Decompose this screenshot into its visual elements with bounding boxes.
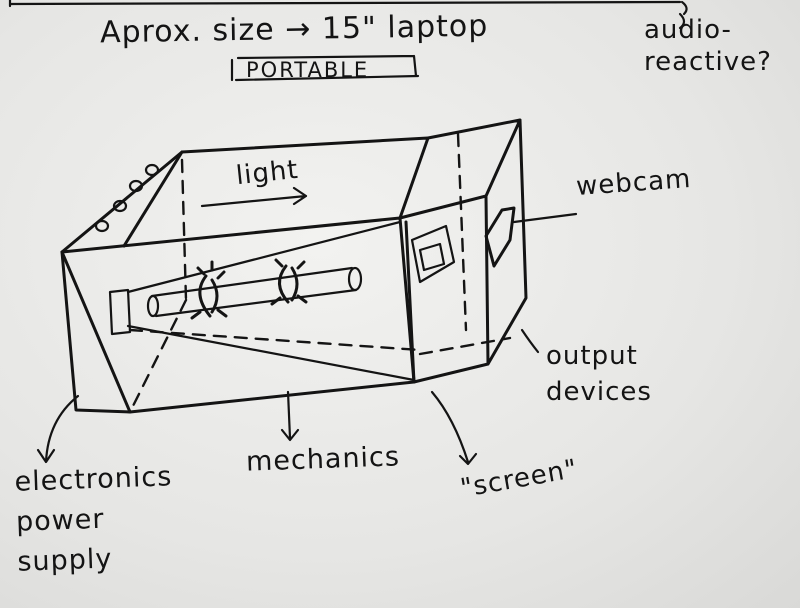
arrow-electronics	[36, 394, 80, 464]
light-beam-upper	[126, 220, 402, 294]
audio-line-2: reactive?	[644, 47, 772, 77]
hidden-line-2	[456, 132, 468, 332]
knob-3	[112, 199, 128, 213]
output-line-1: output	[546, 341, 638, 371]
screen-panel	[404, 220, 416, 384]
output-devices-label: output devices	[546, 338, 652, 410]
box-right-section	[398, 118, 528, 384]
audio-bracket	[680, 0, 688, 16]
audio-reactive-note: audio- reactive?	[644, 14, 772, 78]
light-source	[108, 288, 132, 336]
knob-2	[128, 179, 144, 193]
knob-4	[94, 219, 110, 233]
light-arrow	[200, 186, 308, 208]
knob-1	[144, 163, 160, 177]
gear-right	[270, 258, 308, 306]
mechanics-rod	[150, 266, 358, 318]
arrow-webcam	[512, 212, 578, 224]
electronics-line-1: electronics	[14, 461, 173, 498]
hidden-line-4	[128, 328, 422, 352]
portable-label: PORTABLE	[246, 58, 370, 82]
top-border-line	[8, 0, 682, 6]
box-left-end	[60, 250, 132, 414]
audio-squiggle	[678, 12, 686, 30]
output-line-2: devices	[546, 377, 652, 407]
arrow-screen	[430, 390, 478, 466]
mechanics-label: mechanics	[245, 441, 401, 478]
webcam	[484, 206, 516, 268]
portable-box	[230, 54, 420, 82]
panel-top-left	[122, 150, 184, 248]
light-beam-lower	[126, 324, 416, 382]
screen-pattern	[410, 224, 456, 284]
hidden-line-3	[128, 298, 188, 414]
electronics-label: electronics power supply	[14, 457, 176, 582]
arrow-output	[520, 328, 540, 354]
rod-end-left	[146, 294, 160, 318]
hidden-line-5	[418, 336, 512, 356]
audio-line-1: audio-	[644, 15, 732, 45]
gear-left	[190, 260, 228, 320]
size-note: Aprox. size → 15" laptop	[99, 8, 489, 51]
box-front	[60, 216, 416, 414]
rod-end-right	[347, 266, 363, 292]
electronics-line-3: supply	[16, 543, 113, 578]
arrow-mechanics	[280, 390, 300, 442]
electronics-line-2: power	[15, 503, 105, 538]
